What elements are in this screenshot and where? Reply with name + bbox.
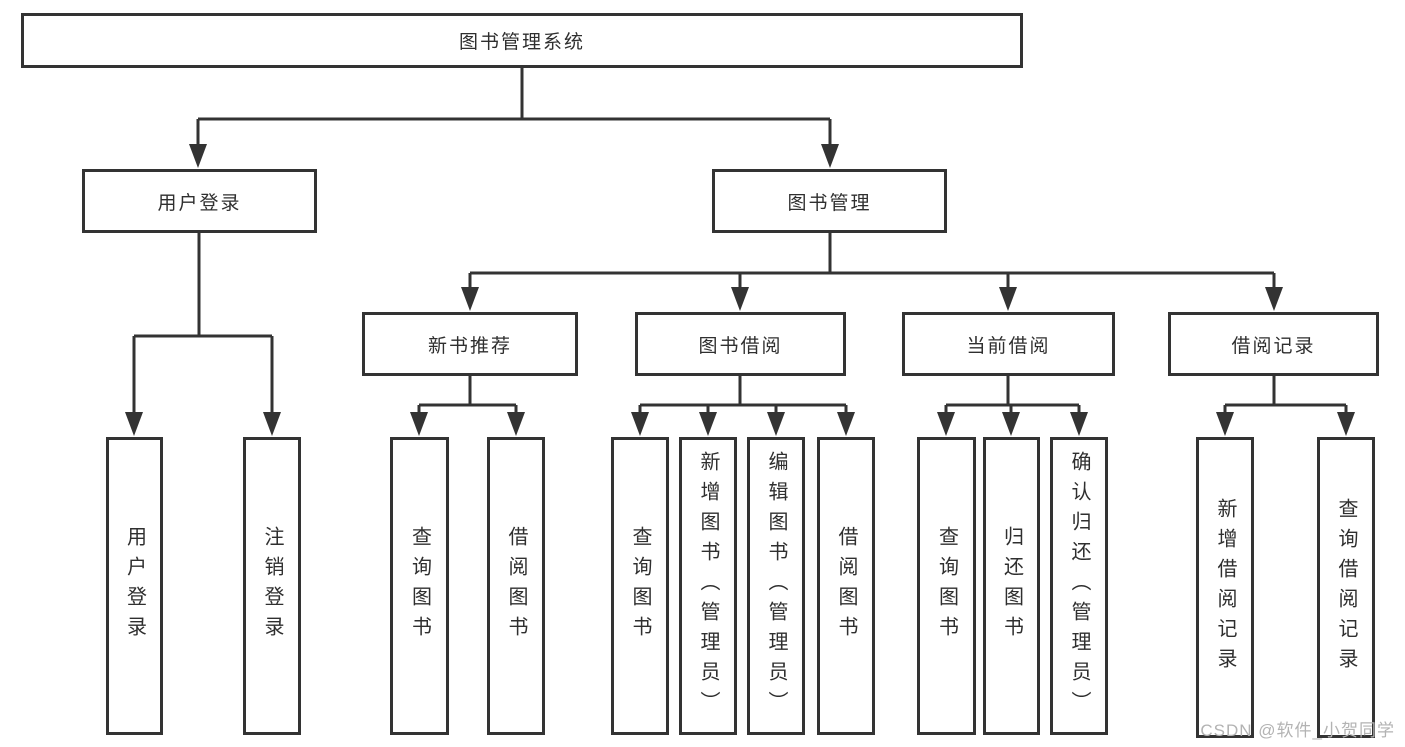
arrowhead xyxy=(410,412,428,436)
arrowhead xyxy=(1337,412,1355,436)
node-current-query-books-label: 查询图书 xyxy=(935,526,958,646)
node-book-borrowing-label: 图书借阅 xyxy=(698,335,783,357)
node-user-login-label: 用户登录 xyxy=(157,192,242,214)
node-records-add-borrow-record-label: 新增借阅记录 xyxy=(1214,497,1236,678)
node-borrowing-query-books-label: 查询图书 xyxy=(629,526,651,646)
node-leaf-logout-label: 注销登录 xyxy=(261,526,283,646)
node-book-management: 图书管理 xyxy=(712,169,947,233)
node-records-query-borrow-record-label: 查询借阅记录 xyxy=(1335,497,1357,678)
node-borrowing-add-books-admin-label: 新增图书（管理员） xyxy=(697,451,719,721)
arrowhead xyxy=(731,287,749,311)
node-borrowing-query-books: 查询图书 xyxy=(611,437,669,735)
node-recommend-query-books-label: 查询图书 xyxy=(408,526,431,646)
connector-book-borrowing-to-leaves xyxy=(638,376,848,416)
node-book-management-label: 图书管理 xyxy=(787,192,872,214)
node-borrowing-records: 借阅记录 xyxy=(1168,312,1379,376)
arrowhead xyxy=(821,144,839,168)
node-borrowing-borrow-books-label: 借阅图书 xyxy=(835,526,857,646)
arrowhead xyxy=(507,412,525,436)
node-records-add-borrow-record: 新增借阅记录 xyxy=(1196,437,1254,738)
connector-borrowing-records-to-leaves xyxy=(1223,376,1348,416)
arrowhead xyxy=(631,412,649,436)
connector-new-book-recommend-to-leaves xyxy=(417,376,518,416)
node-new-book-recommend-label: 新书推荐 xyxy=(427,335,512,357)
arrowhead xyxy=(461,287,479,311)
node-leaf-user-login: 用户登录 xyxy=(106,437,163,735)
node-current-confirm-return-admin-label: 确认归还（管理员） xyxy=(1068,451,1090,721)
connector-root-to-level2 xyxy=(196,68,832,148)
connector-current-borrowing-to-leaves xyxy=(944,376,1081,416)
node-borrowing-records-label: 借阅记录 xyxy=(1231,335,1316,357)
node-book-borrowing: 图书借阅 xyxy=(635,312,846,376)
node-user-login: 用户登录 xyxy=(82,169,317,233)
arrowhead xyxy=(263,412,281,436)
arrowhead xyxy=(1216,412,1234,436)
node-borrowing-edit-books-admin-label: 编辑图书（管理员） xyxy=(765,451,787,721)
arrowhead xyxy=(937,412,955,436)
node-recommend-borrow-books-label: 借阅图书 xyxy=(505,526,527,646)
arrowhead xyxy=(125,412,143,436)
node-recommend-borrow-books: 借阅图书 xyxy=(487,437,545,735)
node-borrowing-borrow-books: 借阅图书 xyxy=(817,437,875,735)
node-current-return-books: 归还图书 xyxy=(983,437,1040,735)
node-new-book-recommend: 新书推荐 xyxy=(362,312,578,376)
arrowhead xyxy=(1070,412,1088,436)
node-current-borrowing: 当前借阅 xyxy=(902,312,1115,376)
node-root: 图书管理系统 xyxy=(21,13,1023,68)
arrowhead xyxy=(837,412,855,436)
arrowhead xyxy=(699,412,717,436)
connector-user-login-to-leaves xyxy=(132,233,274,416)
node-recommend-query-books: 查询图书 xyxy=(390,437,449,735)
arrowhead xyxy=(767,412,785,436)
watermark: CSDN @软件_小贺同学 xyxy=(1200,721,1395,740)
node-current-query-books: 查询图书 xyxy=(917,437,976,735)
node-leaf-user-login-label: 用户登录 xyxy=(123,526,146,646)
node-current-return-books-label: 归还图书 xyxy=(1000,526,1023,646)
node-borrowing-add-books-admin: 新增图书（管理员） xyxy=(679,437,737,735)
node-root-label: 图书管理系统 xyxy=(458,32,585,53)
arrowhead xyxy=(1265,287,1283,311)
arrowhead xyxy=(999,287,1017,311)
connector-book-management-to-level3 xyxy=(468,233,1276,291)
node-current-confirm-return-admin: 确认归还（管理员） xyxy=(1050,437,1108,735)
arrowhead xyxy=(1002,412,1020,436)
arrowhead xyxy=(189,144,207,168)
node-records-query-borrow-record: 查询借阅记录 xyxy=(1317,437,1375,738)
node-leaf-logout: 注销登录 xyxy=(243,437,301,735)
node-current-borrowing-label: 当前借阅 xyxy=(966,335,1051,357)
node-borrowing-edit-books-admin: 编辑图书（管理员） xyxy=(747,437,805,735)
